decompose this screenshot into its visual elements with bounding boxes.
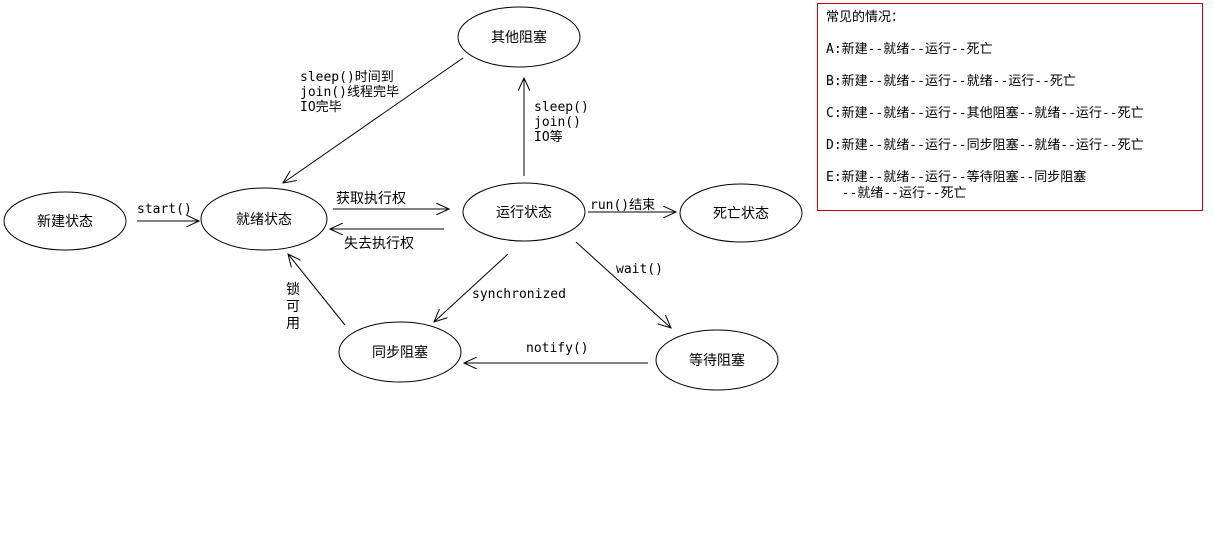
- node-ready: 就绪状态: [200, 187, 328, 251]
- node-other-block: 其他阻塞: [457, 6, 581, 68]
- edge-to-other-label-2: join(): [534, 115, 581, 130]
- edge-to-other-label-3: IO等: [534, 129, 563, 145]
- edge-run-end-label: run()结束: [590, 198, 655, 213]
- edge-from-other-label-2: join()线程完毕: [300, 85, 399, 100]
- edge-synchronized-arrow: [434, 253, 509, 322]
- edge-to-other-label-1: sleep(): [534, 100, 589, 115]
- node-new: 新建状态: [3, 191, 127, 251]
- edge-lose-cpu-label: 失去执行权: [344, 236, 414, 252]
- case-c: C:新建--就绪--运行--其他阻塞--就绪--运行--死亡: [826, 106, 1144, 121]
- node-ready-label: 就绪状态: [236, 212, 292, 228]
- node-running-label: 运行状态: [496, 205, 552, 221]
- node-wait-block: 等待阻塞: [655, 329, 779, 391]
- edge-wait-label: wait(): [616, 262, 663, 277]
- edge-get-cpu-label: 获取执行权: [336, 191, 406, 207]
- node-new-label: 新建状态: [37, 214, 93, 230]
- edge-lock-label-3: 用: [286, 316, 300, 332]
- edge-start-label: start(): [137, 202, 192, 217]
- node-dead-label: 死亡状态: [713, 206, 769, 222]
- node-sync-block-label: 同步阻塞: [372, 344, 428, 361]
- edge-from-other-label-3: IO完毕: [300, 100, 342, 115]
- common-cases-box: 常见的情况： A:新建--就绪--运行--死亡 B:新建--就绪--运行--就绪…: [817, 3, 1203, 211]
- edge-notify-label: notify(): [526, 341, 589, 356]
- edge-lock-available-arrow: [288, 254, 346, 326]
- common-cases-title: 常见的情况：: [826, 10, 905, 25]
- edge-from-other-block-arrow: [283, 57, 464, 183]
- node-other-block-label: 其他阻塞: [491, 29, 547, 46]
- case-d: D:新建--就绪--运行--同步阻塞--就绪--运行--死亡: [826, 138, 1144, 153]
- node-sync-block: 同步阻塞: [338, 321, 462, 383]
- edge-wait-arrow: [575, 241, 671, 328]
- edge-lock-label-2: 可: [286, 299, 300, 315]
- node-dead: 死亡状态: [679, 183, 803, 243]
- edge-from-other-label-1: sleep()时间到: [300, 70, 394, 85]
- edge-lock-label-1: 锁: [286, 282, 300, 298]
- case-e-line2: --就绪--运行--死亡: [826, 186, 967, 201]
- case-a: A:新建--就绪--运行--死亡: [826, 42, 993, 57]
- node-wait-block-label: 等待阻塞: [689, 352, 745, 369]
- edge-synchronized-label: synchronized: [472, 287, 566, 302]
- case-e-line1: E:新建--就绪--运行--等待阻塞--同步阻塞: [826, 170, 1087, 185]
- case-b: B:新建--就绪--运行--就绪--运行--死亡: [826, 74, 1076, 89]
- node-running: 运行状态: [462, 182, 586, 242]
